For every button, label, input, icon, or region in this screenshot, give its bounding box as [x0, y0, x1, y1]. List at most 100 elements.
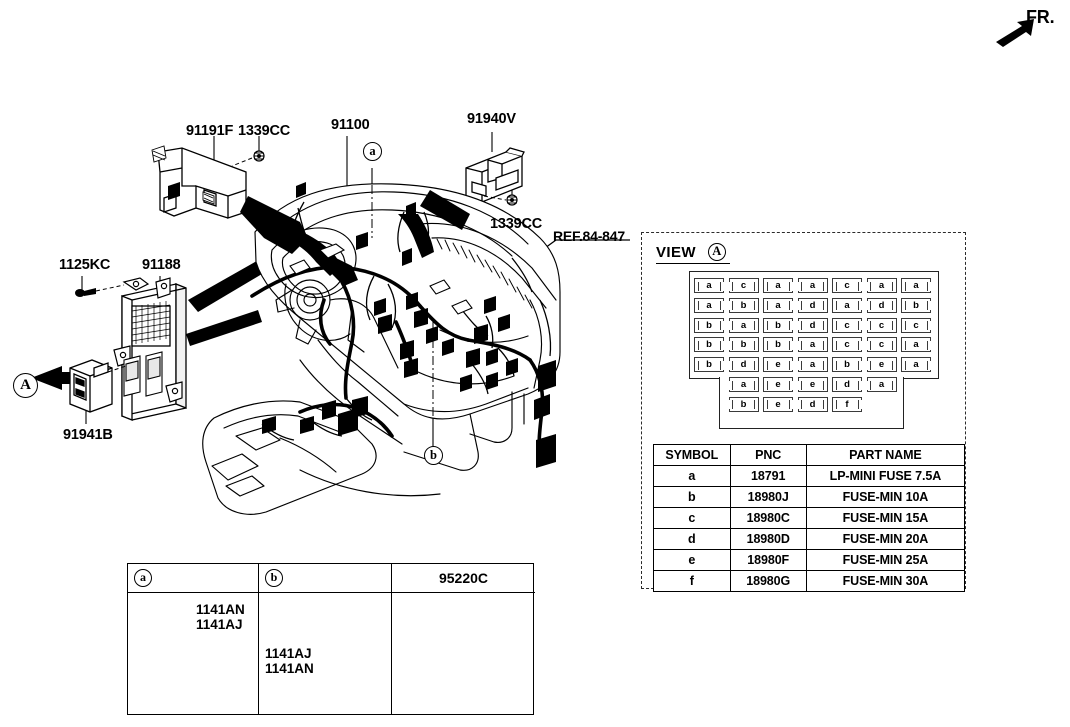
- legend-cell-symbol: a: [653, 465, 731, 487]
- legend-cell-symbol: b: [653, 486, 731, 508]
- fuse-slot[interactable]: d: [797, 317, 828, 333]
- legend-cell-pnc: 18791: [729, 465, 807, 487]
- fuse-slot[interactable]: b: [763, 317, 793, 333]
- fuse-slot[interactable]: a: [797, 357, 828, 373]
- detail-a-note: 1141AN 1141AJ: [196, 602, 245, 632]
- assembly-dash-3: [95, 284, 125, 292]
- fuse-slot[interactable]: b: [694, 317, 724, 333]
- callout-91941b: 91941B: [63, 427, 113, 443]
- fuse-slot[interactable]: e: [763, 377, 793, 392]
- fuse-slot[interactable]: d: [797, 297, 828, 313]
- callout-ref-note: REF.84-847: [553, 228, 625, 244]
- fuse-slot[interactable]: a: [832, 297, 862, 313]
- detail-b-header: b: [259, 564, 391, 593]
- fuse-slot[interactable]: d: [866, 297, 897, 313]
- legend-cell-part-name: FUSE-MIN 25A: [805, 549, 966, 571]
- detail-a-marker: a: [134, 569, 152, 587]
- marker-leaders: [371, 168, 434, 444]
- fuse-slot[interactable]: c: [832, 337, 862, 353]
- marker-view-a-left: A: [13, 373, 38, 398]
- fuse-slot[interactable]: a: [728, 377, 759, 392]
- part-91941b-module: [69, 359, 113, 413]
- fastener-1125kc: [75, 288, 96, 297]
- fuse-slot[interactable]: d: [832, 377, 862, 392]
- legend-cell-part-name: FUSE-MIN 20A: [805, 528, 966, 550]
- legend-header-symbol: SYMBOL: [653, 444, 731, 466]
- fuse-slot[interactable]: a: [797, 337, 828, 353]
- view-a-marker: A: [707, 243, 726, 261]
- leader-lines: [81, 132, 513, 446]
- wire-harness-leads: [261, 201, 552, 441]
- wire-harness-main: [240, 190, 470, 286]
- detail-a-header: a: [128, 564, 258, 593]
- fuse-slot[interactable]: b: [832, 357, 862, 373]
- fuse-slot[interactable]: e: [763, 357, 793, 373]
- fuse-slot[interactable]: a: [763, 297, 793, 313]
- callout-1339cc-top: 1339CC: [238, 123, 290, 139]
- fuse-slot[interactable]: a: [901, 337, 931, 353]
- fuse-slot[interactable]: c: [728, 278, 759, 293]
- callout-1125kc: 1125KC: [59, 257, 111, 273]
- callout-91940v: 91940V: [467, 111, 516, 127]
- fuse-slot[interactable]: a: [763, 278, 793, 293]
- fuse-slot[interactable]: b: [901, 297, 931, 313]
- harness-main-branch-left: [186, 258, 272, 346]
- fuse-slot[interactable]: b: [694, 357, 724, 373]
- fuse-slot[interactable]: f: [832, 396, 862, 412]
- marker-a-top: a: [363, 142, 382, 161]
- fuse-slot[interactable]: a: [866, 377, 897, 392]
- fuse-slot[interactable]: b: [728, 297, 759, 313]
- fuse-slot[interactable]: e: [797, 377, 828, 392]
- fuse-slot[interactable]: b: [728, 337, 759, 353]
- detail-panel: a 1141AN 1141AJ b 1141AJ 1141AN 95220C: [127, 563, 535, 715]
- legend-cell-symbol: d: [653, 528, 731, 550]
- part-91188-junction-box: [121, 283, 187, 421]
- view-label: VIEW: [656, 243, 696, 261]
- jb-relay-sockets: [123, 351, 163, 397]
- legend-header-row: SYMBOL PNC PART NAME: [653, 444, 966, 466]
- legend-cell-symbol: c: [653, 507, 731, 529]
- fuse-slot[interactable]: c: [901, 317, 931, 333]
- fr-label: FR.: [1026, 7, 1055, 27]
- fuse-slot[interactable]: a: [728, 317, 759, 333]
- fuse-slot[interactable]: a: [694, 297, 724, 313]
- fuse-slot[interactable]: c: [832, 317, 862, 333]
- fuse-slot[interactable]: e: [866, 357, 897, 373]
- fuse-slot[interactable]: d: [728, 357, 759, 373]
- callout-91100: 91100: [331, 117, 370, 133]
- fuse-slot[interactable]: b: [763, 337, 793, 353]
- fuse-slot[interactable]: b: [694, 337, 724, 353]
- assembly-dash-4: [107, 365, 127, 373]
- fuse-slot[interactable]: a: [901, 278, 931, 293]
- fuse-slot[interactable]: e: [763, 396, 793, 412]
- fuse-slot[interactable]: c: [832, 278, 862, 293]
- fuse-slot[interactable]: c: [866, 317, 897, 333]
- assembly-dash-2: [483, 195, 507, 201]
- jb-fuse-texture: [131, 301, 171, 344]
- callout-91191f: 91191F: [186, 123, 234, 139]
- assembly-dash-1: [231, 157, 253, 167]
- legend-header-part-name: PART NAME: [805, 444, 966, 466]
- fuse-slot[interactable]: c: [866, 337, 897, 353]
- fuse-slot[interactable]: a: [797, 278, 828, 293]
- fuse-slot[interactable]: a: [866, 278, 897, 293]
- fuse-slot[interactable]: a: [901, 357, 931, 373]
- fuse-slot[interactable]: a: [694, 278, 724, 293]
- fastener-1339cc-mid: [506, 194, 518, 206]
- fuse-slot[interactable]: b: [728, 396, 759, 412]
- fuse-slot[interactable]: d: [797, 396, 828, 412]
- detail-c-header: 95220C: [392, 564, 535, 593]
